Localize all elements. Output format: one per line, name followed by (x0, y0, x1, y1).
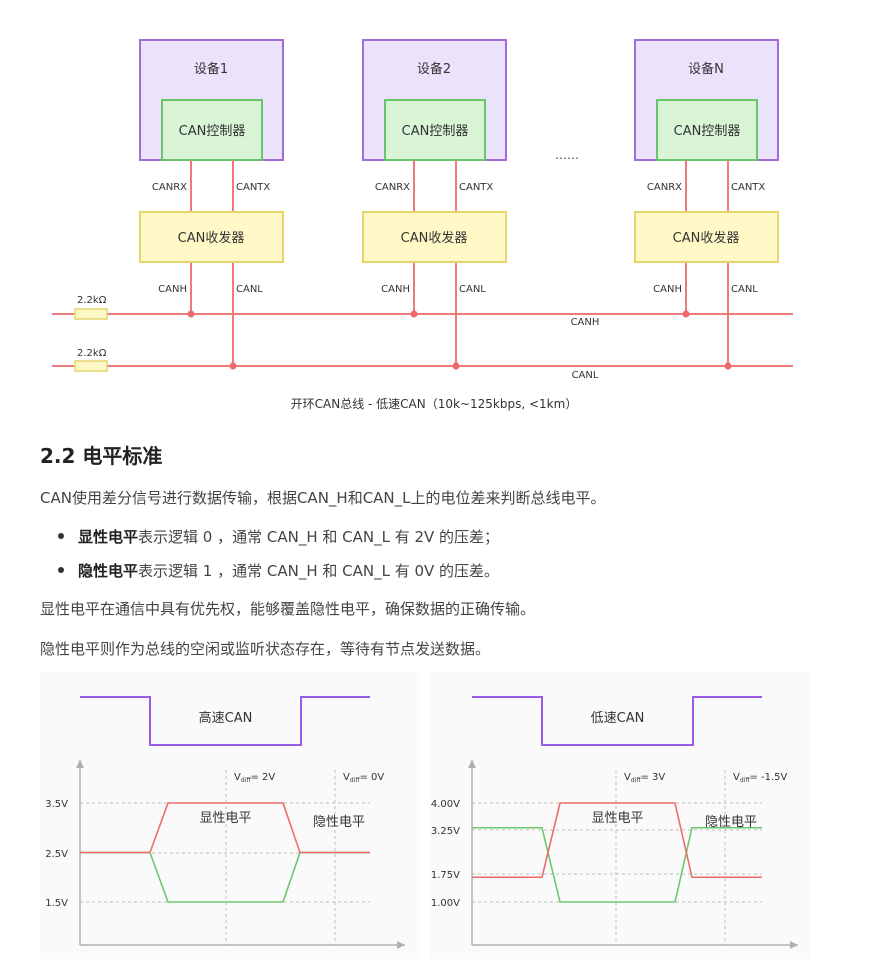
paragraph-recessive: 隐性电平则作为总线的空闲或监听状态存在，等待有节点发送数据。 (40, 640, 491, 658)
dominant-label: 显性电平 (591, 811, 643, 826)
vdiff-dominant-label: Vdiff= 2V (234, 772, 275, 784)
level-charts: 高速CAN 3.5V 2.5V 1.5V Vdiff= 2V Vdiff= 0V 显性电平 隐… (40, 672, 810, 959)
ellipsis: …… (555, 148, 579, 162)
transceivers: CAN收发器 CAN收发器 CAN收发器 (139, 211, 779, 263)
device-title: 设备2 (417, 61, 451, 77)
canh-label: CANH (158, 284, 187, 295)
canrx-label: CANRX (647, 182, 682, 193)
device-title: 设备N (688, 61, 724, 77)
bullet-text: 表示逻辑 1 ，通常 CAN_H 和 CAN_L 有 0V 的压差。 (138, 562, 500, 580)
section-title: 2.2 电平标准 (40, 444, 163, 468)
list-item: 显性电平表示逻辑 0 ，通常 CAN_H 和 CAN_L 有 2V 的压差； (58, 526, 499, 547)
canh-waveform (80, 802, 370, 854)
chart-panel (430, 672, 810, 959)
bus-canl-label: CANL (572, 370, 599, 381)
can-controller (656, 99, 758, 161)
resistor-bottom (74, 360, 108, 372)
intro-paragraph: CAN使用差分信号进行数据传输，根据CAN_H和CAN_L上的电位差来判断总线电… (40, 489, 606, 507)
transceiver-label: CAN收发器 (401, 230, 468, 246)
canh-label: CANH (381, 284, 410, 295)
chart-title: 低速CAN (591, 711, 645, 726)
cantx-label: CANTX (236, 182, 270, 193)
recessive-label: 隐性电平 (705, 815, 757, 830)
resistor-label-bottom: 2.2kΩ (77, 348, 107, 359)
canl-label: CANL (236, 284, 263, 295)
can-bus-diagram: 设备1 CAN控制器 设备2 CAN控制器 设备N CAN控制器 …… CANR… (52, 39, 793, 411)
device-1: 设备1 CAN控制器 (139, 39, 284, 161)
vdiff-recessive-label: Vdiff= -1.5V (733, 772, 788, 784)
bullet-text: 表示逻辑 0 ，通常 CAN_H 和 CAN_L 有 2V 的压差； (138, 528, 500, 546)
canh-waveform (472, 802, 762, 879)
controller-label: CAN控制器 (674, 124, 741, 139)
bus-canh-label: CANH (571, 317, 600, 328)
pulse-waveform (80, 696, 370, 746)
y-tick-label: 3.25V (431, 826, 460, 837)
device-n: 设备N CAN控制器 (634, 39, 779, 161)
y-tick-label: 1.00V (431, 898, 460, 909)
canl-waveform (472, 826, 762, 903)
paragraph-dominant: 显性电平在通信中具有优先权，能够覆盖隐性电平，确保数据的正确传输。 (40, 600, 536, 618)
bullet-icon (58, 566, 64, 573)
y-axis-arrow (76, 760, 84, 768)
y-tick-label: 1.5V (45, 898, 68, 909)
y-tick-label: 3.5V (45, 799, 68, 810)
y-tick-label: 1.75V (431, 870, 460, 881)
vdiff-dominant-label: Vdiff= 3V (624, 772, 665, 784)
resistor-label-top: 2.2kΩ (77, 295, 107, 306)
device-title: 设备1 (194, 61, 228, 77)
bullet-bold: 显性电平 (78, 528, 139, 546)
resistor-top (74, 308, 108, 320)
diagram-caption: 开环CAN总线 - 低速CAN（10k~125kbps, <1km） (291, 397, 578, 411)
dominant-label: 显性电平 (199, 811, 251, 826)
can-controller (161, 99, 263, 161)
y-tick-label: 2.5V (45, 849, 68, 860)
cantx-label: CANTX (731, 182, 765, 193)
can-controller (384, 99, 486, 161)
chart-title: 高速CAN (199, 710, 253, 726)
canl-label: CANL (459, 284, 486, 295)
wires (52, 160, 793, 367)
pulse-waveform (472, 696, 762, 746)
x-axis-arrow (397, 941, 405, 949)
canrx-label: CANRX (375, 182, 410, 193)
junction-dots (187, 310, 732, 370)
canh-label: CANH (653, 284, 682, 295)
transceiver-label: CAN收发器 (673, 230, 740, 246)
vdiff-recessive-label: Vdiff= 0V (343, 772, 384, 784)
controller-label: CAN控制器 (402, 124, 469, 139)
transceiver-label: CAN收发器 (178, 230, 245, 246)
cantx-label: CANTX (459, 182, 493, 193)
bullet-bold: 隐性电平 (78, 562, 139, 580)
list-item: 隐性电平表示逻辑 1 ，通常 CAN_H 和 CAN_L 有 0V 的压差。 (58, 560, 499, 581)
bullet-icon (58, 532, 64, 539)
recessive-label: 隐性电平 (313, 815, 365, 830)
canl-label: CANL (731, 284, 758, 295)
canrx-label: CANRX (152, 182, 187, 193)
device-2: 设备2 CAN控制器 (362, 39, 507, 161)
y-tick-label: 4.00V (431, 799, 460, 810)
y-axis-arrow (468, 760, 476, 768)
x-axis-arrow (790, 941, 798, 949)
chart-panel (40, 672, 420, 959)
controller-label: CAN控制器 (179, 124, 246, 139)
